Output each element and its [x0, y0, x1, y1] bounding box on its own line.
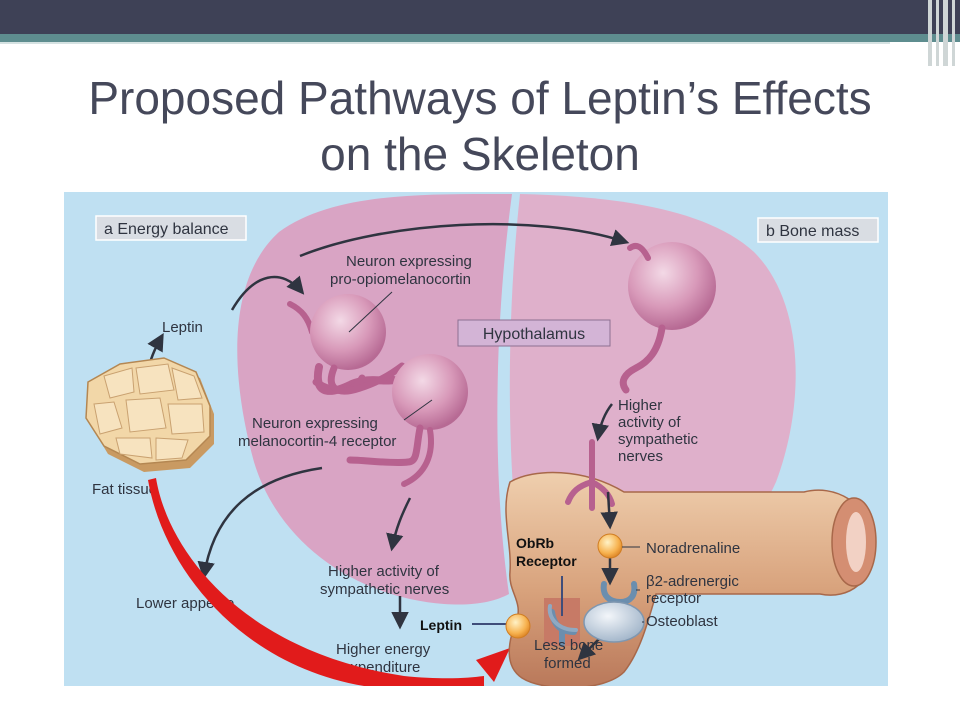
mc4-label-line1: Neuron expressing	[252, 415, 378, 432]
mc4-neuron-cell	[392, 354, 468, 430]
sympathetic-neuron-dendrite	[627, 242, 651, 261]
right-label-line2: activity of	[618, 414, 681, 431]
panel-b-box	[757, 217, 879, 243]
title-line-2: on the Skeleton	[320, 128, 640, 180]
fat-tissue-illustration	[85, 357, 214, 472]
fat-tissue-label: Fat tissue	[92, 481, 157, 498]
leptin-ball	[505, 613, 531, 639]
hypothalamus-left-half	[237, 193, 513, 605]
title-line-1: Proposed Pathways of Leptin’s Effects	[88, 72, 872, 124]
obrb-label-line1: ObRb	[516, 535, 554, 551]
arrow-pomc-to-right-neuron	[299, 222, 630, 258]
mc4-neuron-axon	[346, 424, 424, 467]
sympathetic-label-line2: sympathetic nerves	[320, 581, 449, 598]
hypothalamus-label-box	[457, 319, 611, 347]
panel-b-label: b Bone mass	[766, 223, 859, 240]
sympathetic-neuron-cell	[628, 242, 716, 330]
right-label-line1: Higher	[618, 397, 662, 414]
slide-accent-bar	[0, 34, 960, 42]
pomc-neuron-cell	[310, 294, 386, 370]
obrb-receptor-arm	[547, 604, 578, 632]
arrow-leptin-to-pomc	[230, 275, 305, 311]
mc4-neuron-dendrite	[401, 427, 434, 487]
right-label-line4: nerves	[618, 448, 663, 465]
pomc-label-line2: pro-opiomelanocortin	[330, 271, 471, 288]
osteoblast-cell	[583, 601, 645, 643]
sympathetic-neuron-axon	[619, 324, 666, 394]
mc4-pointer-line	[403, 399, 433, 421]
arrow-mc4-to-sympathetic	[386, 497, 412, 552]
arrow-mc4-to-appetite	[197, 466, 323, 580]
sympathetic-label-line1: Higher activity of	[328, 563, 440, 580]
pomc-pointer-line	[348, 291, 393, 333]
slide-title: Proposed Pathways of Leptin’s Effects on…	[40, 70, 920, 182]
osteoblast-label: Osteoblast	[646, 613, 719, 630]
noradrenaline-ball	[597, 533, 623, 559]
panel-a-box	[95, 215, 247, 241]
noradrenaline-label: Noradrenaline	[646, 540, 740, 557]
slide-top-bar	[0, 0, 960, 34]
obrb-label-line2: Receptor	[516, 553, 577, 569]
leptin-bottom-label: Leptin	[420, 617, 462, 633]
less-bone-line1: Less bone	[534, 637, 603, 654]
slide-corner-stripes	[926, 0, 960, 66]
b2-label-line2: receptor	[646, 590, 701, 607]
leptin-top-label: Leptin	[162, 319, 203, 336]
arrow-nerve-to-noradrenaline	[600, 491, 618, 530]
mc4-label-line2: melanocortin-4 receptor	[238, 433, 396, 450]
leptin-pathway-diagram: a Energy balance b Bone mass Hypothalamu…	[64, 192, 888, 686]
arrow-osteoblast-to-bone	[577, 637, 601, 661]
slide-accent-line	[0, 42, 890, 44]
arrow-right-neuron-down	[591, 403, 613, 442]
less-bone-line2: formed	[544, 655, 591, 672]
hypothalamus-label: Hypothalamus	[483, 326, 585, 343]
energy-label-line1: Higher energy	[336, 641, 431, 658]
right-label-line3: sympathetic	[618, 431, 699, 448]
nerve-ending	[565, 439, 615, 511]
b2-label-line1: β2-adrenergic	[646, 573, 739, 590]
panel-a-label: a Energy balance	[104, 221, 229, 238]
pomc-label-line1: Neuron expressing	[346, 253, 472, 270]
pomc-axon-tail	[327, 362, 406, 395]
red-leptin-arrowhead	[476, 648, 510, 682]
